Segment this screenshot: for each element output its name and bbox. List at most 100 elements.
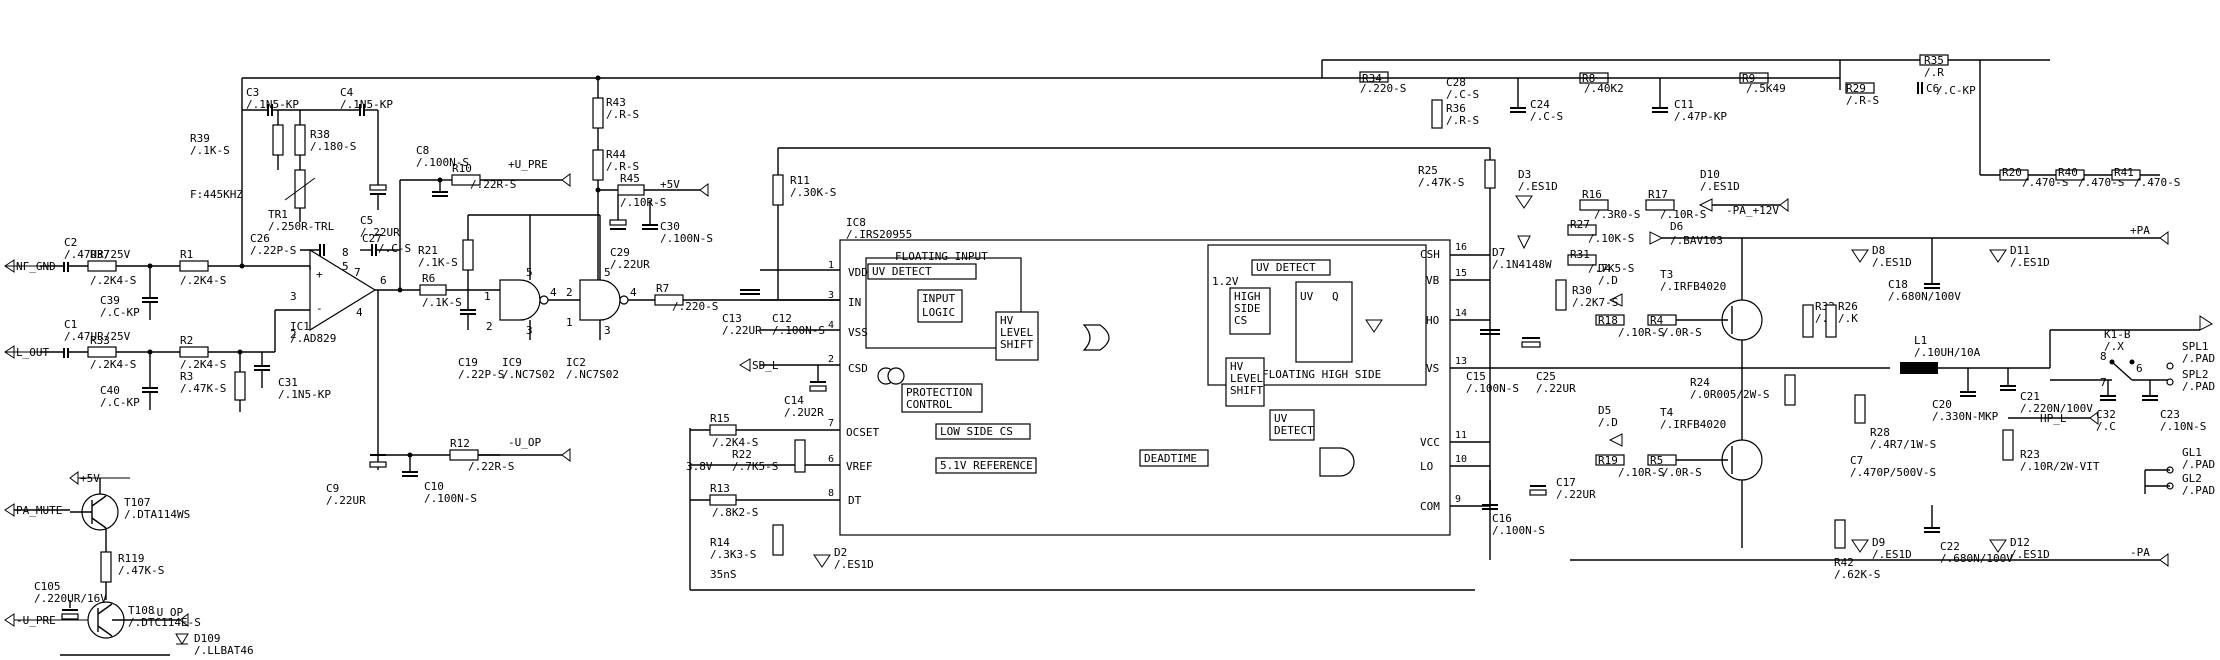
value-r3: /.47K-S bbox=[180, 382, 226, 395]
value-c7: /.470P/500V-S bbox=[1850, 466, 1936, 479]
value-r23: /.10R/2W-VIT bbox=[2020, 460, 2100, 473]
deadtime-block: DEADTIME bbox=[1144, 452, 1197, 465]
pin-vb-num: 15 bbox=[1455, 268, 1467, 279]
pin-ic1-7: 7 bbox=[354, 266, 361, 279]
net-plus-5v: +5V bbox=[660, 178, 680, 191]
value-c3: /.1N5-KP bbox=[246, 98, 299, 111]
value-r8: /.40K2 bbox=[1584, 82, 1624, 95]
label-r26: R26 bbox=[1838, 300, 1858, 313]
net-minus-u-op: -U_OP bbox=[508, 436, 541, 449]
value-c28: /.C-S bbox=[1446, 88, 1479, 101]
label-r37: R37 bbox=[90, 248, 110, 261]
label-freq: F:445KHZ bbox=[190, 188, 243, 201]
pin-vs-num: 13 bbox=[1455, 356, 1467, 367]
value-t3: /.IRFB4020 bbox=[1660, 280, 1726, 293]
resistor-r19 bbox=[1595, 454, 1625, 466]
value-d11: /.ES1D bbox=[2010, 256, 2050, 269]
label-c5: C5 bbox=[360, 214, 373, 227]
value-r34: /.220-S bbox=[1360, 82, 1406, 95]
net-u-op-bottom: -U_OP bbox=[150, 606, 183, 619]
pin-csd-num: 2 bbox=[828, 354, 834, 365]
hv-level-shift-1-c: SHIFT bbox=[1000, 338, 1033, 351]
uv-flip: UV bbox=[1300, 290, 1314, 303]
label-c12: C12 bbox=[772, 312, 792, 325]
value-c10: /.100N-S bbox=[424, 492, 477, 505]
diode-d7 bbox=[1517, 235, 1531, 250]
pin-dt-num: 8 bbox=[828, 488, 834, 499]
value-c39: /.C-KP bbox=[100, 306, 140, 319]
value-c21: /.220N/100V bbox=[2020, 402, 2093, 415]
resistor-r31 bbox=[1567, 254, 1597, 266]
value-c13: /.22UR bbox=[722, 324, 762, 337]
diode-d109 bbox=[175, 633, 189, 645]
net-sd-l: SD_L bbox=[752, 359, 779, 372]
value-r36: /.R-S bbox=[1446, 114, 1479, 127]
pin-vref: VREF bbox=[846, 460, 873, 473]
vref-block: 5.1V REFERENCE bbox=[940, 459, 1033, 472]
value-r4: /.0R-S bbox=[1662, 326, 1702, 339]
label-r14: R14 bbox=[710, 536, 730, 549]
resistor-r42 bbox=[1834, 519, 1846, 549]
value-r5: /.0R-S bbox=[1662, 466, 1702, 479]
value-c26: /.22P-S bbox=[250, 244, 296, 257]
label-t4: T4 bbox=[1660, 406, 1674, 419]
label-d9: D9 bbox=[1872, 536, 1885, 549]
hv-level-shift-1-a: HV bbox=[1000, 314, 1014, 327]
high-side-cs-1: HIGH bbox=[1234, 290, 1261, 303]
value-r10: /.22R-S bbox=[470, 178, 516, 191]
resistor-r44 bbox=[592, 149, 604, 181]
label-r45: R45 bbox=[620, 172, 640, 185]
pin-ocset-num: 7 bbox=[828, 418, 834, 429]
label-r42: R42 bbox=[1834, 556, 1854, 569]
label-r30: R30 bbox=[1572, 284, 1592, 297]
value-r1: /.2K4-S bbox=[180, 274, 226, 287]
label-c31: C31 bbox=[278, 376, 298, 389]
value-t108: /.DTC114E-S bbox=[128, 616, 201, 629]
pin-ic1-3: 3 bbox=[290, 290, 297, 303]
pin-ic1-4: 4 bbox=[356, 306, 363, 319]
value-k1b: /.X bbox=[2104, 340, 2124, 353]
label-c39: C39 bbox=[100, 294, 120, 307]
svg-text:-: - bbox=[316, 302, 323, 315]
value-c22: /.680N/100V bbox=[1940, 552, 2013, 565]
label-r38: R38 bbox=[310, 128, 330, 141]
value-c20: /.330N-MKP bbox=[1932, 410, 1999, 423]
label-r7: R7 bbox=[656, 282, 669, 295]
value-r18: /.10R-S bbox=[1618, 326, 1664, 339]
label-c3: C3 bbox=[246, 86, 259, 99]
label-r44: R44 bbox=[606, 148, 626, 161]
resistor-r36 bbox=[1431, 99, 1443, 129]
value-r22: /.7K5-S bbox=[732, 460, 778, 473]
label-gl1: GL1 bbox=[2182, 446, 2202, 459]
value-r7: /.220-S bbox=[672, 300, 718, 313]
pin-lo-num: 10 bbox=[1455, 454, 1467, 465]
value-c14: /.2U2R bbox=[784, 406, 824, 419]
value-d10: /.ES1D bbox=[1700, 180, 1740, 193]
value-l1: /.10UH/10A bbox=[1914, 346, 1981, 359]
value-c18: /.680N/100V bbox=[1888, 290, 1961, 303]
value-c6: /.C-KP bbox=[1936, 84, 1976, 97]
value-r35: /.R bbox=[1924, 66, 1944, 79]
label-r41: R41 bbox=[2114, 166, 2134, 179]
resistor-r13 bbox=[709, 494, 737, 506]
value-r38: /.180-S bbox=[310, 140, 356, 153]
value-r24: /.0R005/2W-S bbox=[1690, 388, 1769, 401]
value-c9: /.22UR bbox=[326, 494, 366, 507]
label-tr1: TR1 bbox=[268, 208, 288, 221]
v12-label: 1.2V bbox=[1212, 275, 1239, 288]
value-r9: /.5K49 bbox=[1746, 82, 1786, 95]
label-ic8: IC8 bbox=[846, 216, 866, 229]
resistor-r1 bbox=[179, 260, 209, 272]
value-r27: /.10K-S bbox=[1588, 232, 1634, 245]
resistor-r17 bbox=[1645, 199, 1675, 211]
ic8-driver: IC8 /.IRS20955 FLOATING INPUT UV DETECT … bbox=[690, 216, 1490, 536]
value-c16: /.100N-S bbox=[1492, 524, 1545, 537]
resistor-r20 bbox=[1999, 169, 2029, 181]
pin-ic1-8: 8 bbox=[342, 246, 349, 259]
value-r29: /.R-S bbox=[1846, 94, 1879, 107]
label-r39: R39 bbox=[190, 132, 210, 145]
value-ic9: /.NC7S02 bbox=[502, 368, 555, 381]
label-r25: R25 bbox=[1418, 164, 1438, 177]
uv-detect-2: UV DETECT bbox=[1256, 261, 1316, 274]
resistor-r37 bbox=[87, 260, 117, 272]
